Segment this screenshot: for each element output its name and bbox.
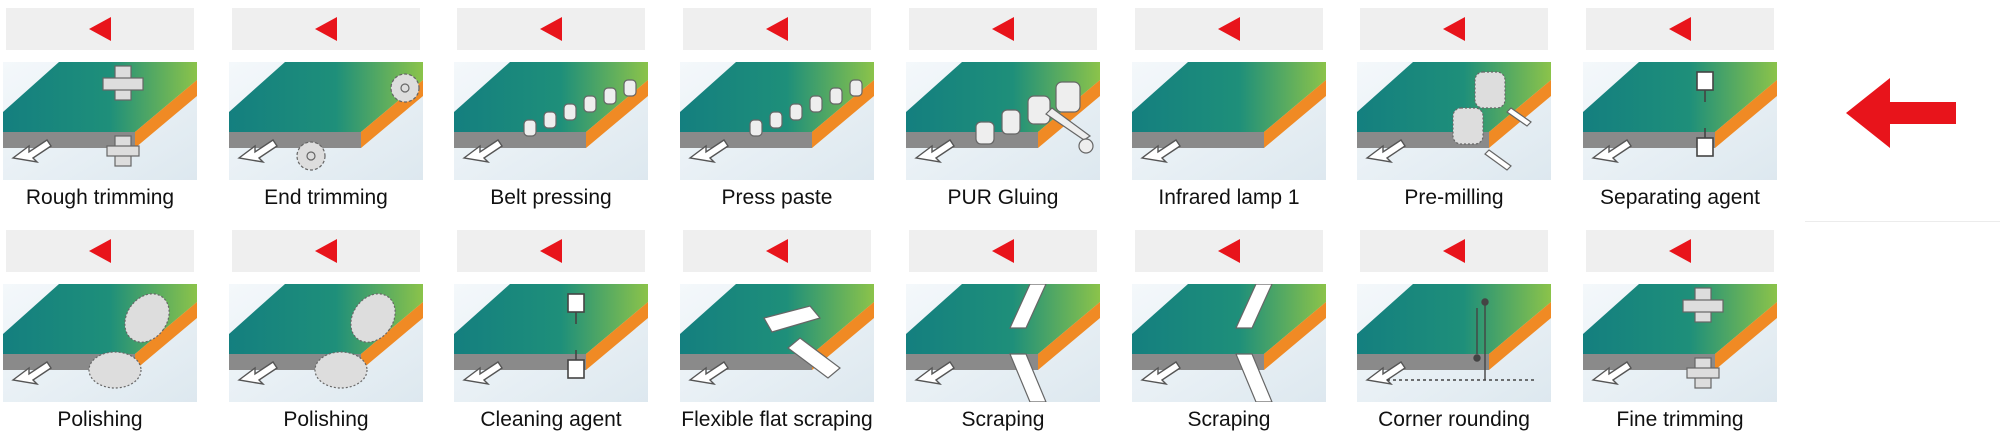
left-triangle-arrow-icon [89,17,111,41]
process-step: Pre-milling [1354,0,1554,222]
step-label: Fine trimming [1616,408,1744,431]
process-step: Rough trimming [0,0,200,222]
process-step: Flexible flat scraping [677,222,877,444]
step-header-button[interactable] [683,8,871,50]
process-step: Scraping [903,222,1103,444]
step-header-button[interactable] [683,230,871,272]
step-label: Belt pressing [490,186,612,209]
cutter-icon [1583,284,1777,402]
process-row-2: Polishing Polishing [0,222,1800,444]
saw-blade-icon [229,62,423,180]
process-step: Fine trimming [1580,222,1780,444]
left-triangle-arrow-icon [1218,239,1240,263]
process-step: Scraping [1129,222,1329,444]
left-triangle-arrow-icon [315,17,337,41]
step-label: Scraping [1187,408,1271,431]
step-header-button[interactable] [1586,230,1774,272]
milling-cutters-icon [1357,62,1551,180]
step-header-button[interactable] [6,8,194,50]
step-header-button[interactable] [1360,230,1548,272]
left-triangle-arrow-icon [1443,17,1465,41]
scraper-icon [906,283,1100,403]
step-label: Polishing [57,408,143,431]
step-label: Flexible flat scraping [681,408,873,431]
spray-nozzle-icon [1583,62,1777,180]
step-label: End trimming [264,186,388,209]
step-label: Pre-milling [1404,186,1504,209]
step-header-button[interactable] [909,230,1097,272]
rounding-icon [1357,284,1551,402]
pressure-rollers-icon [680,62,874,180]
step-label: Infrared lamp 1 [1158,186,1300,209]
step-header-button[interactable] [6,230,194,272]
step-label: Scraping [961,408,1045,431]
step-label: Press paste [721,186,833,209]
scraper-icon [1132,283,1326,403]
flat-scraper-icon [680,284,874,402]
left-triangle-arrow-icon [1218,17,1240,41]
process-step: Polishing [0,222,200,444]
polishing-wheel-icon [229,284,423,402]
step-label: Corner rounding [1378,408,1530,431]
process-step: Corner rounding [1354,222,1554,444]
process-step: Belt pressing [451,0,651,222]
step-header-button[interactable] [457,8,645,50]
process-step: PUR Gluing [903,0,1103,222]
process-step: Separating agent [1580,0,1780,222]
process-step: Polishing [226,222,426,444]
process-row-1: Rough trimming End trimming [0,0,1800,222]
glue-rollers-icon [906,62,1100,180]
step-header-button[interactable] [232,8,420,50]
left-triangle-arrow-icon [540,239,562,263]
divider-line [1805,221,2000,222]
left-triangle-arrow-icon [89,239,111,263]
step-label: Cleaning agent [480,408,622,431]
step-label: PUR Gluing [947,186,1059,209]
big-red-left-arrow-icon [1846,78,1956,148]
left-triangle-arrow-icon [1669,239,1691,263]
left-triangle-arrow-icon [315,239,337,263]
step-header-button[interactable] [909,8,1097,50]
left-triangle-arrow-icon [1443,239,1465,263]
process-step: Press paste [677,0,877,222]
spray-nozzle-icon [454,284,648,402]
left-triangle-arrow-icon [766,17,788,41]
step-header-button[interactable] [457,230,645,272]
step-label: Separating agent [1600,186,1760,209]
left-triangle-arrow-icon [540,17,562,41]
step-header-button[interactable] [1135,230,1323,272]
step-label: Rough trimming [25,186,175,209]
polishing-wheel-icon [3,284,197,402]
board-icon [1132,62,1326,180]
step-header-button[interactable] [1360,8,1548,50]
pressure-rollers-icon [454,62,648,180]
process-step: Infrared lamp 1 [1129,0,1329,222]
left-triangle-arrow-icon [766,239,788,263]
left-triangle-arrow-icon [1669,17,1691,41]
left-triangle-arrow-icon [992,17,1014,41]
cutter-icon [3,62,197,180]
step-header-button[interactable] [1586,8,1774,50]
step-header-button[interactable] [232,230,420,272]
process-step: Cleaning agent [451,222,651,444]
step-label: Polishing [283,408,369,431]
left-triangle-arrow-icon [992,239,1014,263]
step-header-button[interactable] [1135,8,1323,50]
process-step: End trimming [226,0,426,222]
